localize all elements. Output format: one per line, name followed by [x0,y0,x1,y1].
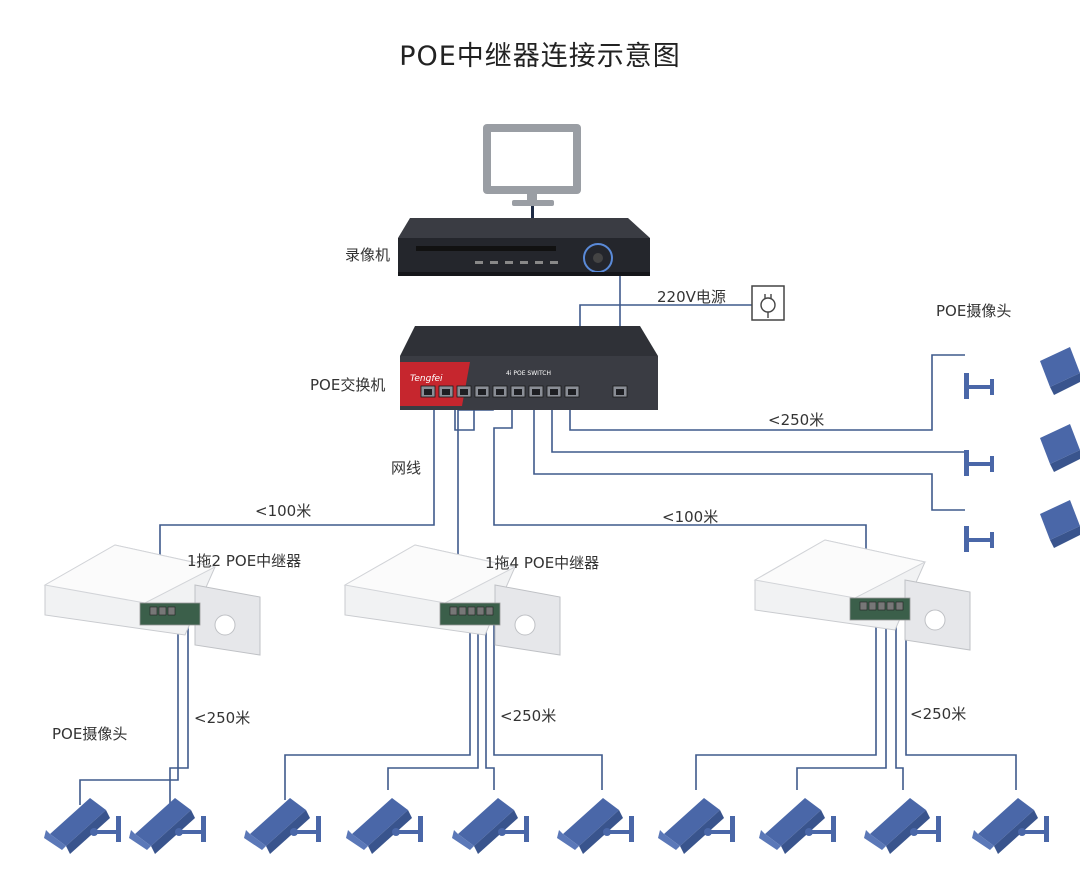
cameras [44,347,1080,854]
repeater-1-label: 1拖2 POE中继器 [187,552,302,570]
switch-model-text: 4i POE SWITCH [506,370,551,377]
line-r1-cam2 [169,608,189,805]
poe-camera-icon [44,798,121,854]
switch-label: POE交换机 [310,376,386,394]
poe-camera-icon [864,798,941,854]
switch-port [528,385,544,398]
poe-camera-icon [129,798,206,854]
line-repeater-3 [493,395,867,600]
distance-250-right: <250米 [768,411,825,429]
repeater-port [895,601,904,611]
repeater-port [476,606,485,616]
repeater-device [753,539,971,651]
line-cam-top-1 [569,354,965,431]
repeater-port [449,606,458,616]
line-cam-top-3 [533,395,965,511]
switch-brand-text: Tengfei [410,374,443,384]
switch-port [510,385,526,398]
poe-camera-icon [759,798,836,854]
cam-bottom-group-label: POE摄像头 [52,725,128,743]
line-r2-cam4 [493,612,603,790]
switch-port [564,385,580,398]
switch-port [456,385,472,398]
poe-camera-icon [244,798,321,854]
poe-camera-icon [346,798,423,854]
repeater-port [458,606,467,616]
distance-100-left: <100米 [255,502,312,520]
switch-port [612,385,628,398]
line-r2-cam1 [284,612,471,800]
nvr-device [398,218,650,276]
poe-camera-icon [557,798,634,854]
distance-250-r1: <250米 [194,709,251,727]
distance-100-right: <100米 [662,508,719,526]
power-line-outlet [579,304,752,326]
switch-port [438,385,454,398]
line-r1-cam1 [79,608,179,805]
repeater-port [877,601,886,611]
repeater-device [343,544,561,656]
switch-port [546,385,562,398]
line-r3-cam3 [895,605,904,790]
cam-top-group-label: POE摄像头 [936,302,1012,320]
cable-label: 网线 [391,459,422,477]
line-cam-top-2 [551,395,965,453]
power-label: 220V电源 [657,288,726,306]
repeater-port [167,606,176,616]
diagram-title: POE中继器连接示意图 [399,41,681,72]
repeater-device [43,544,261,656]
monitor-icon [483,124,581,218]
line-r3-cam4 [905,605,1017,790]
poe-camera-icon [972,798,1049,854]
poe-switch-device: Tengfei 4i POE SWITCH [400,326,658,410]
line-cable-loop [454,395,475,431]
repeater-port [868,601,877,611]
repeater-2-label: 1拖4 POE中继器 [485,554,600,572]
repeater-port [467,606,476,616]
repeaters [43,539,971,656]
repeater-port [485,606,494,616]
poe-camera-icon [964,347,1080,399]
repeater-port [149,606,158,616]
poe-camera-icon [658,798,735,854]
switch-port [420,385,436,398]
distance-250-r2: <250米 [500,707,557,725]
poe-camera-icon [964,424,1080,476]
distance-250-r3: <250米 [910,705,967,723]
line-r2-cam2 [387,612,479,790]
poe-camera-icon [964,500,1080,552]
repeater-port [886,601,895,611]
line-r2-cam3 [485,612,495,790]
switch-port [492,385,508,398]
line-r3-cam2 [796,605,887,790]
switch-ports [420,385,628,398]
nvr-label: 录像机 [345,246,391,264]
repeater-port [158,606,167,616]
poe-camera-icon [452,798,529,854]
power-outlet-icon [751,285,785,321]
switch-port [474,385,490,398]
line-r3-cam1 [695,605,877,790]
repeater-port [859,601,868,611]
